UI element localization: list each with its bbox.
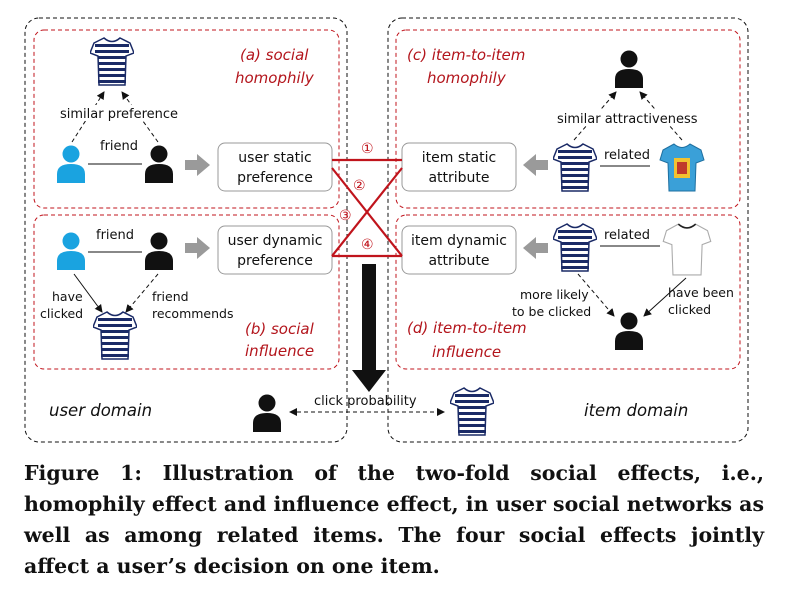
- similar-attractiveness-label: similar attractiveness: [557, 112, 698, 127]
- have-been-label-1: have been: [668, 285, 734, 300]
- have-clicked-label-1: have: [52, 289, 83, 304]
- panel-b-title-2: influence: [245, 342, 314, 360]
- tshirt-icon: [90, 37, 134, 86]
- tshirt-icon: [553, 223, 597, 272]
- user-domain-box: [24, 17, 348, 443]
- more-likely-label-2: to be clicked: [512, 304, 591, 319]
- similar-preference-label: similar preference: [60, 107, 178, 122]
- panel-d-title-2: influence: [432, 343, 501, 361]
- panel-a-box: [33, 29, 340, 209]
- circled-number-2: ②: [353, 178, 366, 194]
- user-icon: [57, 232, 85, 270]
- panel-b-box: [33, 214, 340, 370]
- decision-arrow: [352, 264, 386, 392]
- panel-d-title: (d) item-to-item: [407, 319, 527, 337]
- friend-recommends-label-1: friend: [152, 289, 189, 304]
- panel-c-box: [395, 29, 741, 209]
- panel-d-box: [395, 214, 741, 370]
- tshirt-icon: [553, 143, 597, 192]
- friend-icon: [145, 232, 173, 270]
- user-domain-label: user domain: [49, 401, 152, 420]
- tshirt-icon: [450, 387, 494, 436]
- item-domain-box: [387, 17, 749, 443]
- have-been-label-2: clicked: [668, 302, 711, 317]
- circled-number-4: ④: [361, 237, 374, 253]
- user-static-line1: user static: [238, 150, 311, 166]
- user-dynamic-line1: user dynamic: [228, 233, 323, 249]
- panel-b-title: (b) social: [245, 320, 315, 338]
- item-static-line2: attribute: [428, 170, 489, 186]
- have-clicked-arrow: [73, 273, 103, 313]
- item-dynamic-line1: item dynamic: [411, 233, 507, 249]
- gray-arrow-c: [523, 154, 548, 176]
- tshirt-icon: [93, 311, 137, 360]
- friend-recommends-label-2: recommends: [152, 306, 234, 321]
- user-static-preference-box: [217, 142, 333, 192]
- user-icon: [615, 50, 643, 88]
- user-dynamic-line2: preference: [237, 253, 313, 269]
- more-likely-arrow: [577, 273, 615, 317]
- tshirt-icon: [662, 223, 712, 276]
- panel-a-title-2: homophily: [235, 69, 315, 87]
- gray-arrow-a: [185, 154, 210, 176]
- friend-label-b: friend: [96, 228, 134, 243]
- have-clicked-label-2: clicked: [40, 306, 83, 321]
- circled-number-1: ①: [361, 141, 374, 157]
- user-icon: [615, 312, 643, 350]
- panel-a-title: (a) social: [240, 46, 309, 64]
- user-icon: [57, 145, 85, 183]
- panel-c-title-2: homophily: [427, 69, 507, 87]
- user-static-line2: preference: [237, 170, 313, 186]
- click-probability-label: click probability: [314, 394, 417, 409]
- have-been-clicked-arrow: [643, 277, 687, 317]
- user-dynamic-preference-box: [217, 225, 333, 275]
- gray-arrow-b: [185, 237, 210, 259]
- friend-label-a: friend: [100, 139, 138, 154]
- panel-c-title: (c) item-to-item: [407, 46, 525, 64]
- tshirt-icon: [659, 143, 705, 192]
- figure-caption: Figure 1: Illustration of the two-fold s…: [24, 461, 764, 578]
- item-dynamic-attribute-box: [401, 225, 517, 275]
- item-static-line1: item static: [422, 150, 497, 166]
- friend-recommends-arrow: [125, 273, 159, 313]
- item-static-attribute-box: [401, 142, 517, 192]
- related-label-d: related: [604, 228, 650, 243]
- related-label-c: related: [604, 148, 650, 163]
- user-icon: [253, 394, 281, 432]
- circled-number-3: ③: [339, 208, 352, 224]
- item-domain-label: item domain: [584, 401, 688, 420]
- figure-diagram: (a) social homophily (b) social influenc…: [24, 17, 749, 443]
- connection-3: [331, 167, 403, 257]
- friend-icon: [145, 145, 173, 183]
- gray-arrow-d: [523, 237, 548, 259]
- item-dynamic-line2: attribute: [428, 253, 489, 269]
- more-likely-label-1: more likely: [520, 287, 589, 302]
